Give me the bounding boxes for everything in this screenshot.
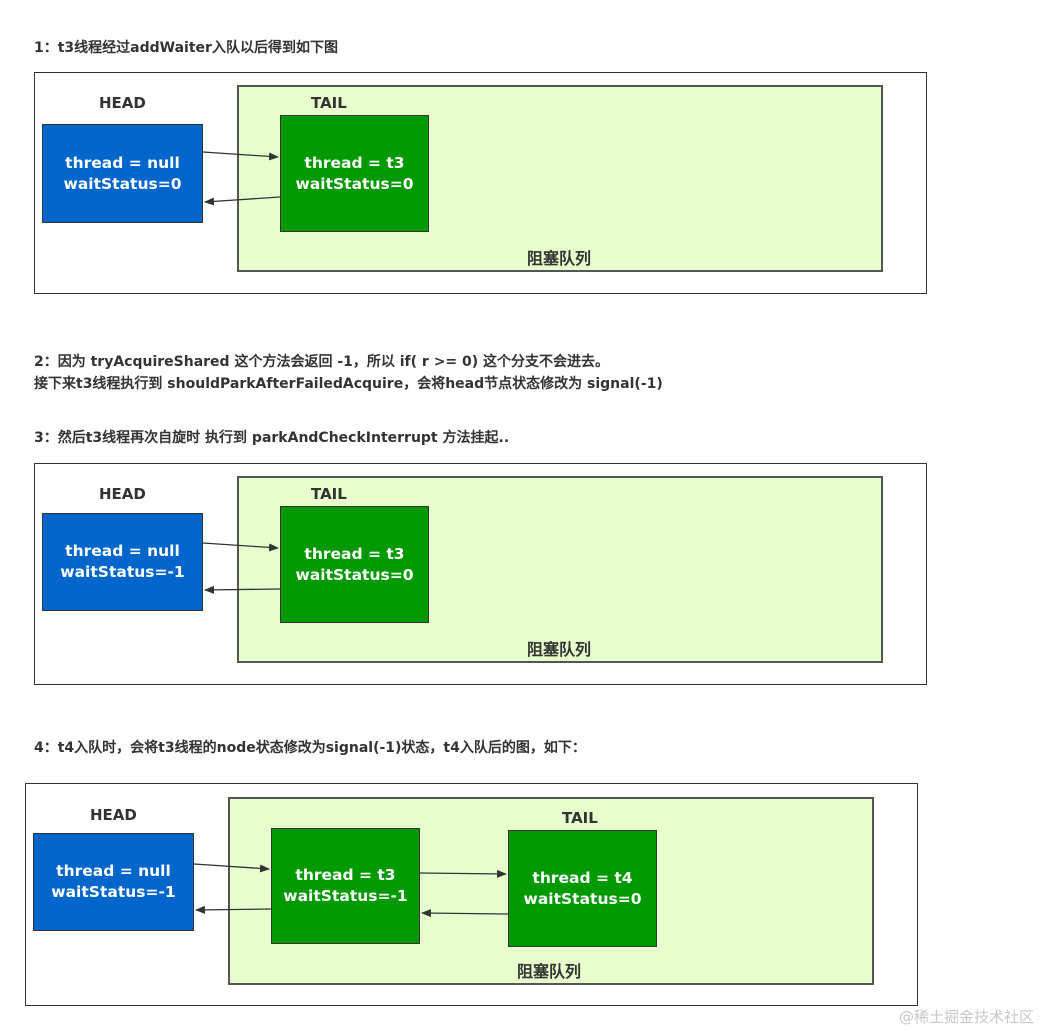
node-wait-status: waitStatus=-1: [60, 563, 185, 581]
step1-tail-label: TAIL: [311, 94, 347, 112]
step4-head-node: thread = null waitStatus=-1: [33, 833, 194, 931]
step1-head-node: thread = null waitStatus=0: [42, 124, 203, 223]
step3-head-node: thread = null waitStatus=-1: [42, 513, 203, 611]
node-thread: thread = t3: [295, 866, 396, 884]
node-thread: thread = t4: [532, 868, 633, 887]
step1-head-label: HEAD: [99, 94, 146, 112]
step4-tail-label: TAIL: [562, 809, 598, 827]
step1-queue-label: 阻塞队列: [527, 249, 592, 268]
step3-queue-label: 阻塞队列: [527, 640, 592, 659]
step2-caption-line1: 2：因为 tryAcquireShared 这个方法会返回 -1，所以 if( …: [34, 354, 610, 370]
watermark: @稀土掘金技术社区: [898, 1008, 1034, 1026]
step3-tail-label: TAIL: [311, 485, 347, 503]
node-thread: thread = t3: [304, 153, 405, 172]
step3-head-label: HEAD: [99, 485, 146, 503]
node-thread: thread = null: [65, 542, 180, 560]
step4-t4-node: thread = t4 waitStatus=0: [508, 830, 657, 947]
step4-head-label: HEAD: [90, 806, 137, 824]
node-wait-status: waitStatus=-1: [51, 883, 176, 901]
node-wait-status: waitStatus=0: [63, 174, 182, 193]
node-thread: thread = t3: [304, 544, 405, 563]
step4-queue-label: 阻塞队列: [517, 962, 582, 981]
step4-caption: 4：t4入队时，会将t3线程的node状态修改为signal(-1)状态，t4入…: [34, 740, 586, 756]
step1-t3-node: thread = t3 waitStatus=0: [280, 115, 429, 232]
step4-t3-node: thread = t3 waitStatus=-1: [271, 828, 420, 944]
node-thread: thread = null: [65, 153, 180, 172]
node-wait-status: waitStatus=0: [523, 889, 642, 908]
node-wait-status: waitStatus=0: [295, 565, 414, 584]
node-wait-status: waitStatus=-1: [283, 887, 408, 905]
step2-caption-line2: 接下来t3线程执行到 shouldParkAfterFailedAcquire，…: [34, 376, 663, 392]
step3-t3-node: thread = t3 waitStatus=0: [280, 506, 429, 623]
step3-caption: 3：然后t3线程再次自旋时 执行到 parkAndCheckInterrupt …: [34, 430, 510, 446]
node-wait-status: waitStatus=0: [295, 174, 414, 193]
node-thread: thread = null: [56, 862, 171, 880]
step1-caption: 1：t3线程经过addWaiter入队以后得到如下图: [34, 40, 338, 56]
